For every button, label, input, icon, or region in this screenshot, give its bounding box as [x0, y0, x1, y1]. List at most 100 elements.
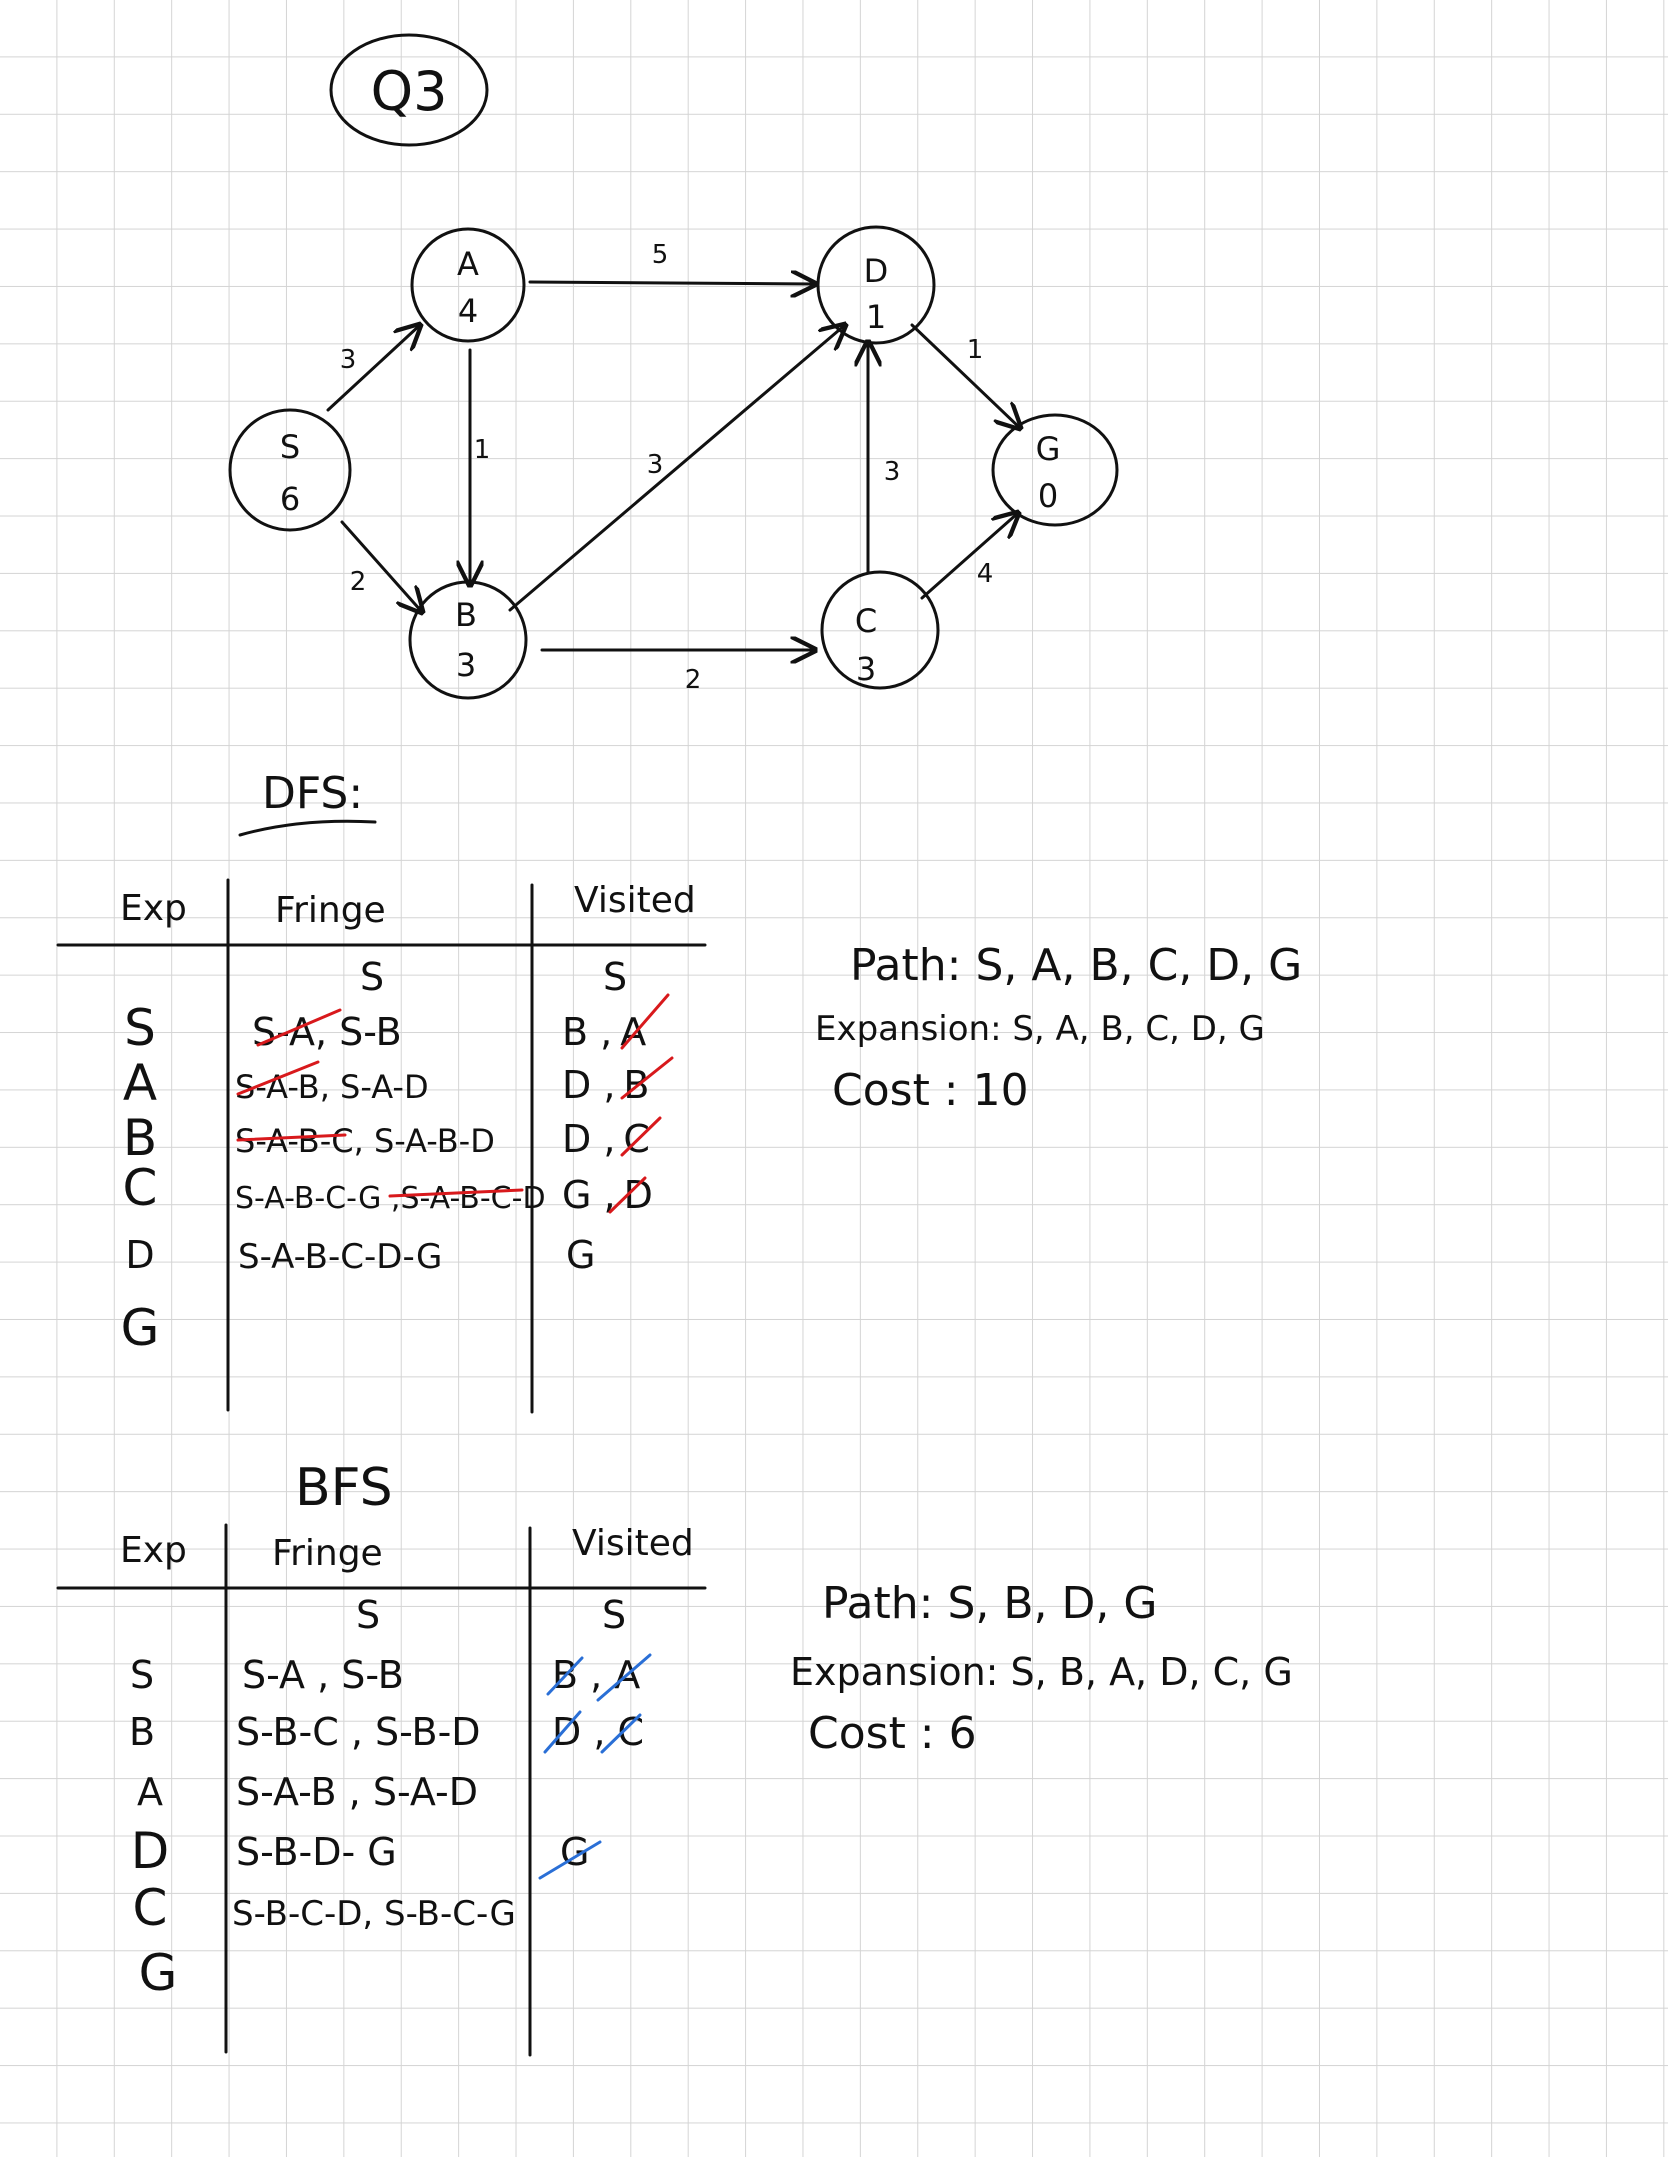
node-b: B 3 [408, 580, 528, 700]
node-a-heuristic: 4 [458, 292, 478, 330]
fringe-cell: S-A, S-B [252, 1010, 402, 1054]
node-s: S 6 [228, 408, 352, 532]
node-s-label: S [280, 428, 300, 466]
table-row: S-B-C , S-B-D D , C [236, 1710, 644, 1754]
dfs-path: Path: S, A, B, C, D, G [850, 940, 1302, 991]
edge-b-d [508, 325, 845, 612]
fringe-cell: S-A , S-B [242, 1653, 404, 1697]
bfs-exp-item: S [130, 1653, 154, 1697]
fringe-cell: S-B-D- G [236, 1830, 397, 1874]
cost-c-d: 3 [884, 457, 901, 487]
cost-a-b: 1 [474, 435, 491, 465]
node-b-heuristic: 3 [456, 646, 476, 684]
blue-strike [543, 1710, 582, 1754]
dfs-header-exp: Exp [120, 888, 187, 929]
node-a: A 4 [410, 227, 526, 343]
bfs-summary: Path: S, B, D, G Expansion: S, B, A, D, … [790, 1578, 1293, 1759]
dfs-summary: Path: S, A, B, C, D, G Expansion: S, A, … [815, 940, 1302, 1116]
fringe-cell: S-B-C-D, S-B-C-G [232, 1894, 516, 1934]
table-row: S-A-B, S-A-D D ,B [235, 1056, 674, 1107]
graph-edges [326, 282, 1020, 650]
cost-b-c: 2 [685, 665, 702, 695]
table-row: S-A-B-C, S-A-B-D D ,C [235, 1116, 662, 1161]
red-strike [608, 1176, 647, 1214]
visited-cell: G ,D [562, 1173, 653, 1217]
node-c: C 3 [820, 570, 940, 690]
blue-strike [600, 1713, 642, 1754]
bfs-exp-item: D [131, 1822, 170, 1880]
dfs-exp-item: G [121, 1299, 160, 1357]
bfs-exp-item: C [133, 1879, 168, 1937]
node-b-label: B [455, 596, 477, 634]
blue-strike [596, 1653, 652, 1702]
table-row: S-B-D- G G [236, 1830, 602, 1880]
edge-d-g [910, 323, 1020, 428]
dfs-title-underline [238, 819, 377, 837]
bfs-exp-item: B [129, 1710, 155, 1754]
dfs-cost: Cost : 10 [832, 1065, 1029, 1116]
visited-cell: G [566, 1233, 595, 1277]
cost-b-d: 3 [647, 450, 664, 480]
dfs-expansion: Expansion: S, A, B, C, D, G [815, 1009, 1265, 1049]
table-row: S-A-B , S-A-D [236, 1770, 478, 1814]
node-c-label: C [855, 602, 877, 640]
cost-s-a: 3 [340, 345, 357, 375]
table-row: S-A, S-B B ,A [252, 993, 670, 1054]
node-c-heuristic: 3 [856, 650, 876, 688]
cost-s-b: 2 [350, 567, 367, 597]
bfs-cost: Cost : 6 [808, 1708, 977, 1759]
edge-a-d [528, 282, 815, 284]
edge-s-a [326, 325, 420, 412]
bfs-header-fringe: Fringe [272, 1533, 383, 1574]
bfs-expansion: Expansion: S, B, A, D, C, G [790, 1650, 1293, 1694]
bfs-header-visited: Visited [572, 1523, 694, 1564]
bfs-path: Path: S, B, D, G [822, 1578, 1157, 1629]
dfs-initial-fringe: S [360, 955, 384, 999]
red-strike [236, 1060, 320, 1096]
bfs-exp-item: G [139, 1944, 178, 2002]
node-g-label: G [1036, 430, 1061, 468]
red-strike [620, 993, 670, 1050]
title-text: Q3 [371, 60, 448, 123]
fringe-cell: S-A-B-C-D-G [238, 1237, 442, 1277]
red-strike [620, 1056, 674, 1100]
bfs-initial-visited: S [602, 1593, 626, 1637]
node-d-label: D [864, 252, 889, 290]
dfs-exp-item: A [123, 1054, 157, 1112]
dfs-exp-item: D [125, 1233, 154, 1277]
dfs-exp-item: S [124, 999, 156, 1057]
bfs-header-exp: Exp [120, 1530, 187, 1571]
cost-d-g: 1 [967, 335, 984, 365]
table-row: S-B-C-D, S-B-C-G [232, 1894, 516, 1934]
blue-strike [538, 1840, 602, 1880]
edge-c-g [920, 513, 1018, 600]
dfs-exp-item: C [123, 1159, 158, 1217]
node-s-heuristic: 6 [280, 480, 300, 518]
visited-cell: B ,A [562, 1010, 646, 1054]
bfs-initial-fringe: S [356, 1593, 380, 1637]
bfs-title: BFS [295, 1458, 393, 1518]
fringe-cell: S-A-B , S-A-D [236, 1770, 478, 1814]
bfs-fringe-rows: S-A , S-B B , A S-B-C , S-B-D D , C S-A-… [232, 1653, 652, 1934]
bfs-exp-item: A [137, 1770, 163, 1814]
dfs-exp-item: B [123, 1109, 157, 1167]
node-g-heuristic: 0 [1038, 477, 1058, 515]
cost-a-d: 5 [652, 240, 669, 270]
visited-cell: D , C [552, 1710, 644, 1754]
dfs-initial-visited: S [603, 955, 627, 999]
dfs-fringe-rows: S-A, S-B B ,A S-A-B, S-A-D D ,B S-A-B-C,… [235, 993, 674, 1277]
edge-s-b [340, 520, 422, 612]
red-strike [256, 1008, 342, 1047]
graph-nodes: S 6 A 4 B 3 D 1 C 3 G 0 [228, 225, 1119, 700]
cost-c-g: 4 [977, 559, 994, 589]
blue-strike [546, 1656, 584, 1696]
red-strike [620, 1116, 662, 1157]
dfs-header-fringe: Fringe [275, 890, 386, 931]
node-g: G 0 [991, 413, 1119, 527]
edge-cost-labels: 3 2 1 5 3 2 3 1 4 [340, 240, 994, 695]
dfs-expansion-column: S A B C D G [121, 999, 160, 1357]
table-row: S-A-B-C-D-G G [238, 1233, 595, 1277]
fringe-cell: S-A-B, S-A-D [235, 1068, 429, 1106]
fringe-cell: S-B-C , S-B-D [236, 1710, 481, 1754]
